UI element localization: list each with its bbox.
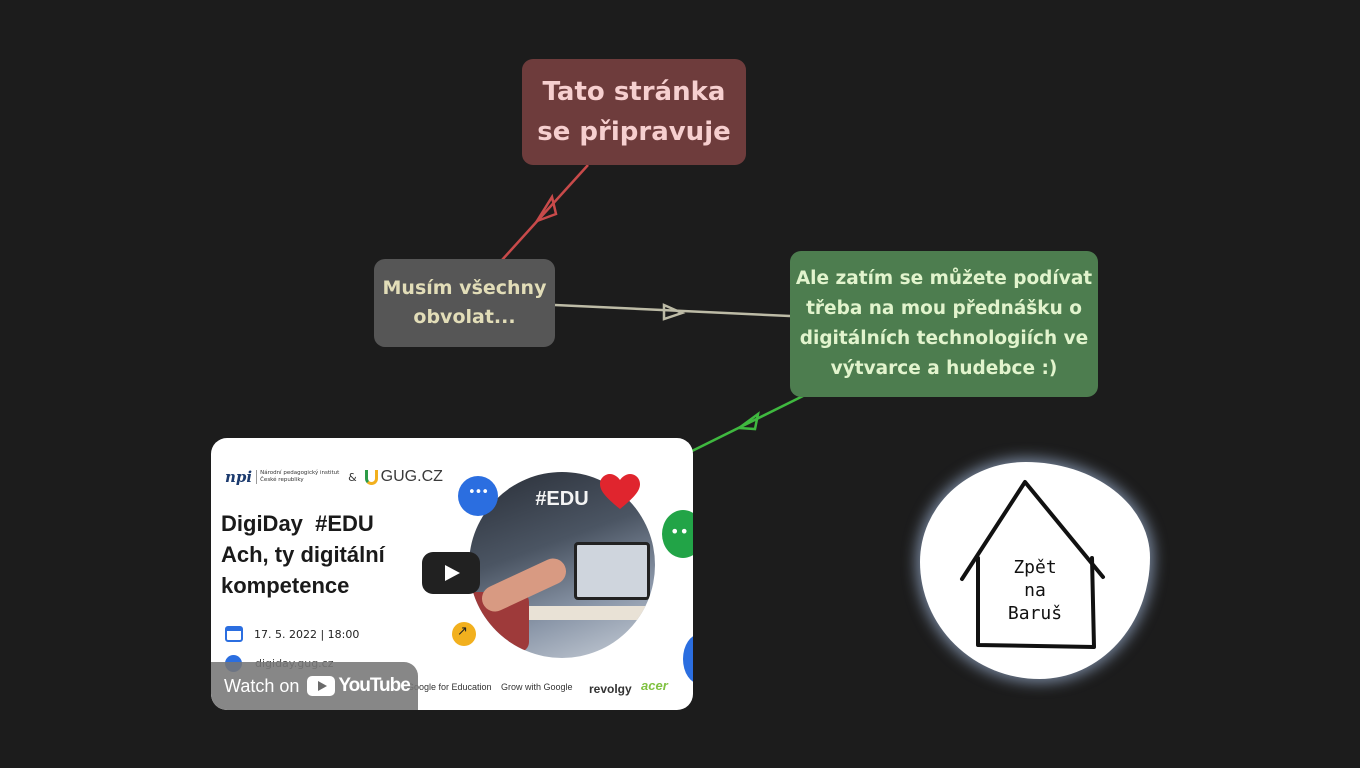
chat-bubble-icon [662,510,693,558]
edge-gray-arrowhead [662,303,686,321]
photo-edu-tag: #EDU [535,488,589,510]
video-date: 17. 5. 2022 | 18:00 [225,626,359,642]
sponsor-revolgy: revolgy [589,682,632,696]
home-label: Zpět na Baruš [1007,557,1063,624]
play-button[interactable] [422,552,480,594]
youtube-brand: YouTube [338,675,410,696]
youtube-video-embed[interactable]: npi Národní pedagogický institut České r… [211,438,693,710]
ampersand: & [348,470,357,484]
edge-gray-to-green [554,303,791,318]
sponsor-acer: acer [641,678,668,693]
heart-icon [600,474,640,509]
sponsor-google-education: Google for Education [407,682,492,692]
video-logos: npi Národní pedagogický institut České r… [225,468,443,486]
gug-name: GUG.CZ [380,468,443,485]
compass-icon [452,622,476,646]
npi-name: Národní pedagogický institut České repub… [256,470,342,484]
node-lecture-invite-text: Ale zatím se můžete podívat třeba na mou… [795,268,1093,379]
node-page-in-progress-text: Tato stránka se připravuje [537,77,731,147]
sponsor-grow-with-google: Grow with Google [501,682,573,692]
desk-shape [529,606,655,620]
calendar-icon [225,626,243,642]
npi-logo: npi [225,468,253,486]
video-photo: #EDU [469,472,655,658]
watch-on-youtube-link[interactable]: Watch on YouTube [211,662,418,710]
blue-circle-icon [683,634,693,684]
people-icon [458,476,498,516]
node-must-call-everyone-text: Musím všechny obvolat... [382,277,547,328]
video-date-text: 17. 5. 2022 | 18:00 [254,627,360,641]
edge-red-arrowhead [534,193,558,224]
node-lecture-invite[interactable]: Ale zatím se můžete podívat třeba na mou… [790,251,1098,397]
house-drawing-icon [960,480,1105,649]
watch-on-label: Watch on [224,675,300,696]
video-title: DigiDay #EDU Ach, ty digitální kompetenc… [221,511,385,598]
edge-red-to-gray [501,164,589,261]
gug-logo: GUG.CZ [364,468,443,486]
laptop-shape [574,542,650,600]
youtube-play-icon [307,676,336,696]
edge-green-arrowhead [735,411,760,431]
gug-u-icon [364,469,378,485]
node-page-in-progress[interactable]: Tato stránka se připravuje [522,59,746,165]
node-must-call-everyone[interactable]: Musím všechny obvolat... [374,259,555,347]
home-button[interactable]: Zpět na Baruš [920,462,1150,679]
